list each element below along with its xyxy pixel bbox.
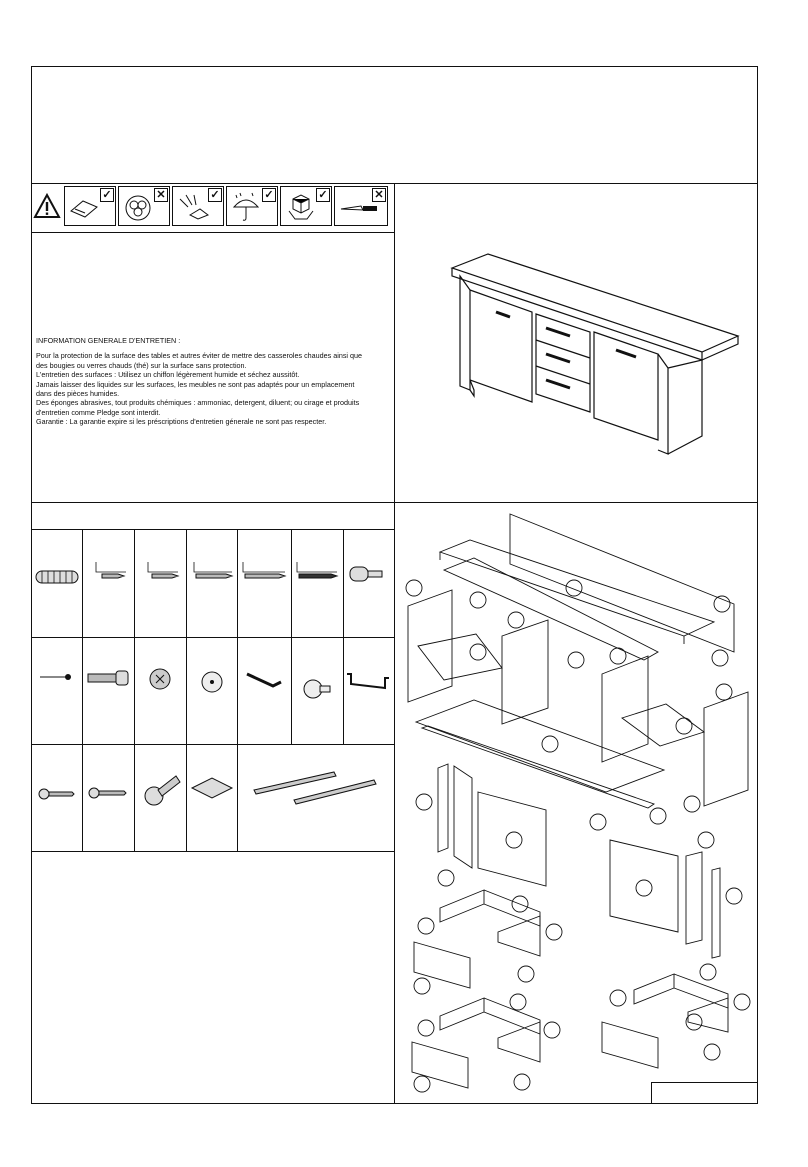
nail-icon (40, 674, 71, 680)
grid-line (82, 529, 83, 851)
allowed-mark: ✓ (208, 188, 222, 202)
allowed-mark: ✓ (100, 188, 114, 202)
long-screw-icon (193, 562, 234, 579)
page-number-box (651, 1082, 758, 1104)
care-icons-divider (31, 232, 394, 233)
grid-line (31, 851, 394, 852)
sunlight-icon (179, 194, 210, 220)
handle-icon (347, 673, 389, 690)
care-line: dans des pièces humides. (36, 389, 120, 399)
screw-icon (147, 562, 180, 579)
forbidden-mark: ✕ (372, 188, 386, 202)
forbidden-mark: ✕ (154, 188, 168, 202)
grid-line (31, 529, 394, 530)
cam-lock-icon (149, 668, 171, 690)
care-line: Jamais laisser des liquides sur les surf… (36, 379, 355, 389)
column-divider (394, 183, 395, 1104)
back-panel (509, 513, 735, 653)
care-line: L'entretien des surfaces : Utilisez un c… (36, 370, 300, 380)
shelf-support-icon (349, 566, 383, 582)
umbrella-icon (232, 192, 260, 221)
grid-line (237, 529, 238, 851)
grid-line (134, 529, 135, 851)
allowed-mark: ✓ (316, 188, 330, 202)
sideboard-illustration (450, 253, 740, 455)
knife-icon (340, 205, 377, 211)
cover-cap-icon (201, 671, 223, 693)
care-line: des bougies ou verres chauds (thé) sur l… (36, 360, 247, 370)
hex-key-icon (246, 672, 282, 688)
allowed-mark: ✓ (262, 188, 276, 202)
care-line: Pour la protection de la surface des tab… (36, 351, 363, 361)
knob-icon (303, 679, 331, 699)
care-line: Garantie : La garantie expire si les pré… (36, 417, 327, 427)
euro-screw-icon (38, 788, 75, 800)
hinge-plate-icon (190, 777, 234, 799)
care-icon-chemical: ✕ (118, 186, 170, 226)
care-icon-sunlight: ✓ (172, 186, 224, 226)
grid-line (31, 744, 394, 745)
grid-line (31, 637, 394, 638)
long-screw-icon (242, 562, 287, 579)
fragile-box-icon (288, 194, 314, 220)
grid-line (186, 529, 187, 851)
exploded-assembly-diagram (405, 513, 751, 1093)
wooden-dowel-icon (35, 570, 79, 584)
hinge-icon (144, 775, 181, 806)
care-icon-umbrella: ✓ (226, 186, 278, 226)
care-line: Des éponges abrasives, tout produits ché… (36, 398, 360, 408)
care-icon-knife: ✕ (334, 186, 388, 226)
care-icon-fragile-box: ✓ (280, 186, 332, 226)
care-line: d'entretien comme Pledge sont interdit. (36, 407, 161, 417)
drawer-runners-icon (253, 771, 377, 805)
care-icon-cloth: ✓ (64, 186, 116, 226)
care-information: INFORMATION GENERALE D'ENTRETIEN : Pour … (36, 336, 388, 427)
euro-screw-icon (88, 787, 127, 799)
cloth-icon (70, 200, 98, 218)
warning-icon (33, 192, 61, 218)
grid-line (343, 529, 344, 744)
care-title: INFORMATION GENERALE D'ENTRETIEN : (36, 336, 181, 345)
grid-line (291, 529, 292, 744)
short-screw-icon (95, 562, 126, 579)
cam-bolt-icon (87, 670, 129, 686)
long-screw-icon (296, 562, 339, 579)
chemical-icon (125, 195, 151, 221)
